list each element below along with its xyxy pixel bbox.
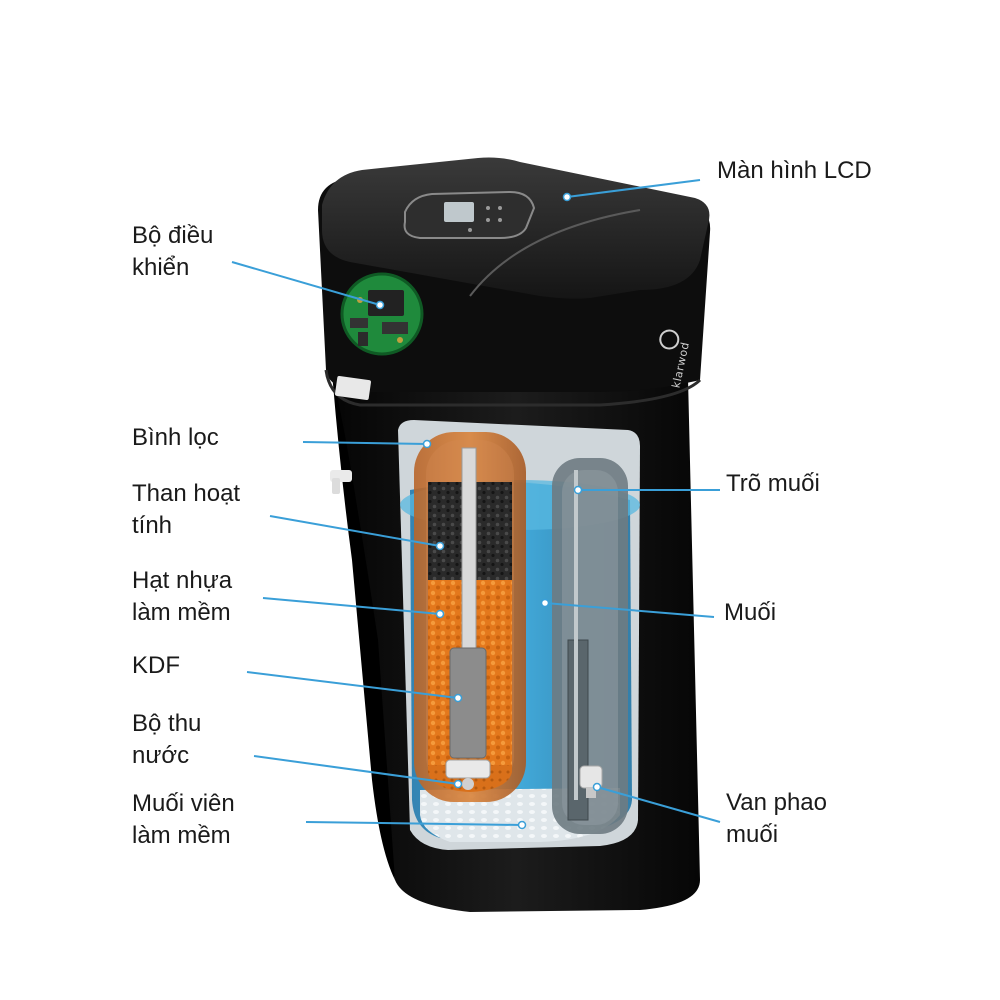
label-softening-resin-line2: làm mềm: [132, 599, 231, 626]
endpoint-collector: [453, 779, 463, 789]
endpoint-salt-tube: [573, 485, 583, 495]
label-controller-line1: Bộ điều: [132, 222, 214, 249]
label-softening-resin: Hạt nhựa làm mềm: [132, 565, 232, 629]
label-salt: Muối: [724, 599, 777, 626]
endpoint-resin: [435, 609, 445, 619]
label-salt-tablets: Muối viên làm mềm: [132, 788, 235, 852]
label-lcd-screen: Màn hình LCD: [717, 157, 872, 184]
label-activated-carbon: Than hoạt tính: [132, 478, 240, 542]
leader-salt: [544, 602, 715, 618]
side-panel: [332, 372, 395, 880]
leader-carbon: [269, 515, 441, 547]
label-controller: Bộ điều khiển: [132, 220, 213, 284]
faucet: [330, 470, 352, 494]
leader-resin: [262, 597, 441, 615]
salt-tube: [552, 458, 628, 834]
label-softening-resin-line1: Hạt nhựa: [132, 567, 233, 594]
label-water-collector-line2: nước: [132, 742, 190, 769]
label-salt-float-valve-line2: muối: [726, 821, 779, 848]
panel-button: [498, 206, 502, 210]
leader-collector: [253, 755, 459, 785]
lcd-screen: [444, 202, 474, 222]
label-filter-tank: Bình lọc: [132, 424, 219, 451]
cutaway-window: [398, 420, 640, 850]
panel-button: [498, 218, 502, 222]
endpoint-salt: [540, 598, 550, 608]
control-panel: [403, 190, 536, 239]
label-salt-tablets-line1: Muối viên: [132, 790, 235, 817]
lid-seam: [469, 209, 641, 297]
leader-lines: [231, 179, 721, 826]
water-collector: [445, 759, 491, 790]
label-water-collector: Bộ thu nước: [132, 708, 201, 772]
float-valve: [579, 765, 603, 798]
riser-pipe: [461, 447, 477, 649]
endpoint-controller: [375, 300, 385, 310]
leader-tablets: [305, 821, 523, 826]
label-kdf: KDF: [132, 652, 180, 679]
endpoint-tablets: [517, 820, 527, 830]
label-activated-carbon-line1: Than hoạt: [132, 480, 241, 507]
brand-mark-icon: [659, 329, 680, 350]
endpoint-lcd: [562, 192, 572, 202]
leader-controller: [231, 261, 381, 306]
collar-strip: [324, 369, 702, 407]
panel-button: [468, 228, 472, 232]
panel-button: [486, 206, 490, 210]
endpoint-filter-tank: [422, 439, 432, 449]
softener-unit: klarwod: [318, 157, 711, 912]
leader-lcd: [566, 179, 701, 198]
label-controller-line2: khiển: [132, 254, 190, 281]
label-activated-carbon-line2: tính: [132, 512, 173, 539]
panel-button: [486, 218, 490, 222]
endpoint-carbon: [435, 541, 445, 551]
controller-pcb: [340, 272, 424, 356]
label-salt-float-valve: Van phao muối: [726, 787, 827, 851]
filter-tank: [414, 432, 526, 802]
label-water-collector-line1: Bộ thu: [132, 710, 202, 737]
label-salt-float-valve-line1: Van phao: [726, 789, 827, 816]
leader-kdf: [246, 671, 459, 699]
serial-sticker: [335, 375, 371, 401]
endpoint-float-valve: [592, 782, 602, 792]
riser-sleeve: [449, 647, 487, 759]
leader-endpoints: [375, 192, 602, 830]
label-salt-tablets-line2: làm mềm: [132, 822, 231, 849]
endpoint-kdf: [453, 693, 463, 703]
label-salt-tube: Trõ muối: [726, 470, 820, 497]
leader-filter-tank: [302, 441, 428, 445]
leader-float-valve: [596, 786, 721, 823]
